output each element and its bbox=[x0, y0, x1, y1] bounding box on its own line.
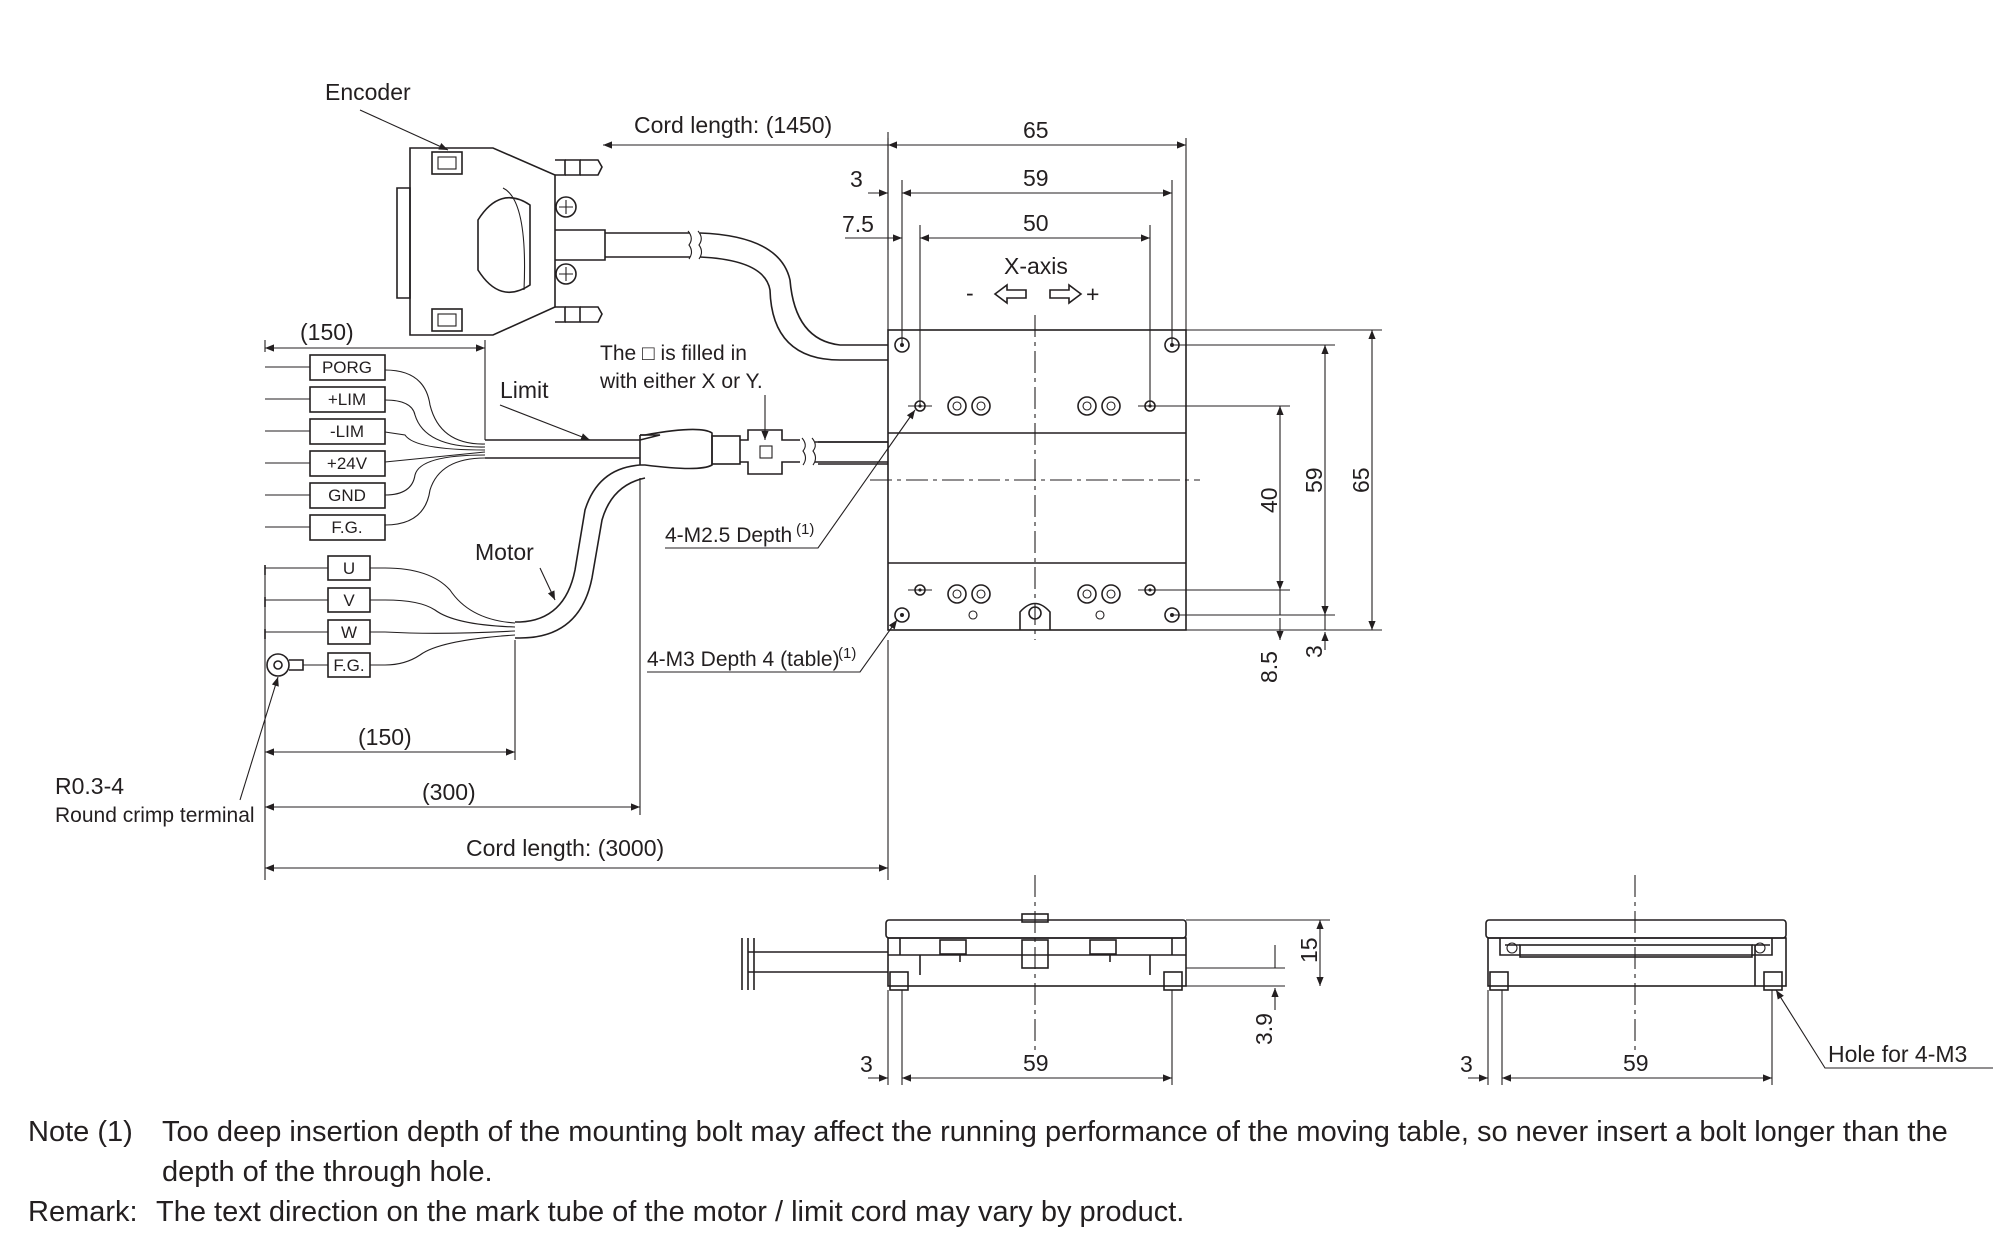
x-axis-minus: - bbox=[966, 280, 974, 306]
width-7-5: 7.5 bbox=[842, 211, 874, 237]
box-plus-lim: +LIM bbox=[328, 390, 366, 409]
box-v: V bbox=[343, 591, 355, 610]
cord-1450-label: Cord length: (1450) bbox=[634, 112, 832, 138]
m25-label: 4-M2.5 Depth bbox=[665, 524, 792, 547]
limit-cord bbox=[384, 369, 888, 666]
box-fg-limit: F.G. bbox=[331, 518, 362, 537]
stage-top-view bbox=[818, 315, 1200, 640]
dim-150-bottom: (150) bbox=[358, 724, 412, 750]
dim-150-top: (150) bbox=[300, 319, 354, 345]
stage-front-view bbox=[1485, 875, 1787, 1050]
x-axis-label: X-axis bbox=[1004, 253, 1068, 279]
limit-label: Limit bbox=[500, 377, 549, 403]
note-row: Note (1) Too deep insertion depth of the… bbox=[28, 1112, 1988, 1192]
remark-row: Remark: The text direction on the mark t… bbox=[28, 1192, 1988, 1232]
m3-sup: (1) bbox=[838, 645, 856, 662]
remark-text: The text direction on the mark tube of t… bbox=[156, 1196, 1185, 1228]
front-3: 3 bbox=[1460, 1051, 1473, 1077]
remark-label: Remark: bbox=[28, 1196, 138, 1228]
box-plus-24v: +24V bbox=[327, 454, 368, 473]
note-label: Note (1) bbox=[28, 1116, 133, 1148]
terminal-label-2: Round crimp terminal bbox=[55, 804, 255, 827]
box-w: W bbox=[341, 623, 357, 642]
box-minus-lim: -LIM bbox=[330, 422, 364, 441]
terminal-label-1: R0.3-4 bbox=[55, 773, 124, 799]
limit-connector-boxes bbox=[265, 354, 386, 541]
height-3: 3 bbox=[1301, 645, 1327, 658]
height-3-9: 3.9 bbox=[1251, 1013, 1277, 1045]
hole-m3-label: Hole for 4-M3 bbox=[1828, 1041, 1967, 1067]
height-40: 40 bbox=[1256, 487, 1282, 513]
box-porg: PORG bbox=[322, 358, 372, 377]
motor-connector-boxes bbox=[264, 555, 385, 678]
height-65: 65 bbox=[1348, 467, 1374, 493]
width-3: 3 bbox=[850, 166, 863, 192]
width-65: 65 bbox=[1023, 117, 1049, 143]
height-15: 15 bbox=[1296, 937, 1322, 963]
width-50: 50 bbox=[1023, 210, 1049, 236]
cord-3000-label: Cord length: (3000) bbox=[466, 835, 664, 861]
side-3: 3 bbox=[860, 1051, 873, 1077]
filled-note-line-1: The □ is filled in bbox=[600, 342, 747, 365]
box-fg-motor: F.G. bbox=[333, 656, 364, 675]
m25-sup: (1) bbox=[796, 521, 814, 538]
filled-note-line-2: with either X or Y. bbox=[599, 370, 763, 393]
plus-arrow-icon bbox=[1049, 283, 1083, 305]
front-59: 59 bbox=[1623, 1050, 1649, 1076]
box-u: U bbox=[343, 559, 355, 578]
height-59: 59 bbox=[1301, 467, 1327, 493]
notes-section: Note (1) Too deep insertion depth of the… bbox=[28, 1112, 1988, 1232]
width-59: 59 bbox=[1023, 165, 1049, 191]
box-gnd: GND bbox=[328, 486, 366, 505]
encoder-connector bbox=[396, 147, 888, 361]
note-text: Too deep insertion depth of the mounting… bbox=[162, 1116, 1948, 1188]
height-8-5: 8.5 bbox=[1256, 651, 1282, 683]
side-59: 59 bbox=[1023, 1050, 1049, 1076]
m3-label: 4-M3 Depth 4 (table) bbox=[647, 648, 840, 671]
motor-label: Motor bbox=[475, 539, 534, 565]
encoder-label: Encoder bbox=[325, 79, 411, 105]
stage-side-view bbox=[741, 875, 1187, 1050]
minus-arrow-icon bbox=[993, 283, 1027, 305]
x-axis-plus: + bbox=[1086, 281, 1099, 307]
dim-300: (300) bbox=[422, 779, 476, 805]
